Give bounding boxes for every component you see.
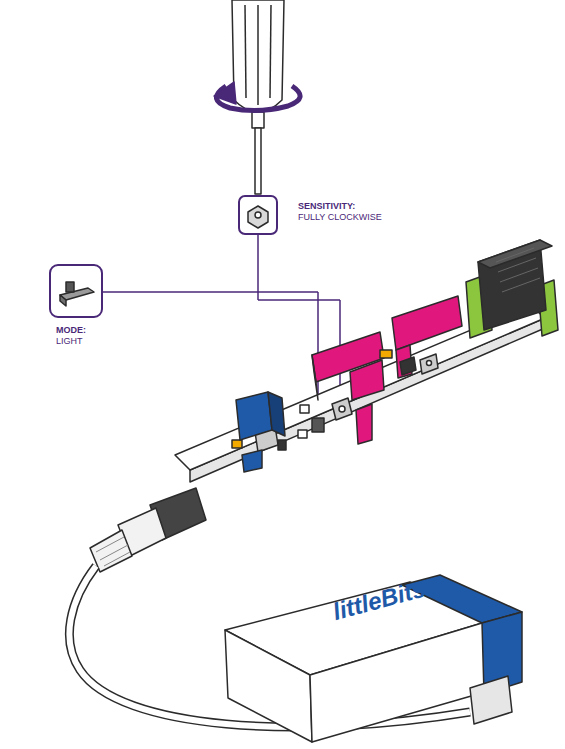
barrel-plug [90,488,206,572]
battery [225,575,522,742]
speaker [478,240,552,330]
callout-label: SENSITIVITY: [298,202,355,212]
rotation-arrow [214,82,300,111]
screwdriver [232,0,284,194]
callout-label: FULLY CLOCKWISE [298,213,382,223]
callout-label: LIGHT [56,337,83,347]
pink-connector [312,332,384,444]
pink-connector [392,296,462,378]
mode-callout [50,265,102,317]
blue-connector [236,392,285,472]
sensitivity-callout [239,196,277,234]
callout-label: MODE: [56,326,86,336]
